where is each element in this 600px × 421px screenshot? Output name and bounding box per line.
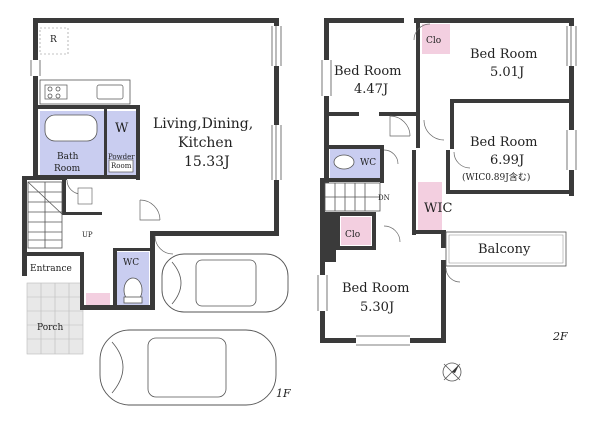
compass-icon — [442, 362, 462, 382]
wic-fill — [418, 182, 442, 230]
bed2-area: 5.01J — [490, 65, 524, 80]
powder-room-label-1: Powder — [108, 153, 135, 161]
closet-bed4-fill — [341, 217, 371, 245]
floor-2f-label: 2F — [552, 330, 568, 343]
bed3-wic-note: (WIC0.89J含む) — [462, 171, 530, 183]
ldk-area: 15.33J — [184, 154, 230, 170]
bed4-area: 5.30J — [360, 300, 394, 315]
first-floor: R Living,Dining, Kitchen 15.33J Bath Roo… — [22, 18, 291, 406]
ldk-name-line2: Kitchen — [178, 135, 233, 151]
bathtub — [44, 114, 98, 142]
powder-sink — [108, 159, 134, 173]
bed3-area: 6.99J — [490, 153, 524, 168]
car-1 — [161, 253, 289, 313]
bed1-area: 4.47J — [354, 82, 388, 97]
bed2-name: Bed Room — [470, 47, 537, 62]
bed4-name: Bed Room — [342, 281, 409, 296]
bed1-name: Bed Room — [334, 64, 401, 79]
balcony-outline — [445, 231, 567, 267]
wic-label: WIC — [424, 201, 452, 216]
kitchen-sink — [96, 84, 124, 100]
balcony-label: Balcony — [478, 242, 531, 257]
closet-bed2-label: Clo — [426, 36, 441, 46]
bath-room-label-2: Room — [54, 164, 81, 174]
shoe-closet-fill — [86, 293, 110, 305]
entrance-label: Entrance — [30, 264, 72, 274]
stairs-2f — [324, 182, 381, 212]
toilet-2f — [333, 154, 355, 170]
closet-bed4-label: Clo — [345, 230, 360, 240]
stairs-down-label: DN — [378, 194, 390, 202]
wc-2f-label: WC — [360, 158, 376, 168]
stairs-up-label: UP — [82, 231, 93, 239]
bed3-name: Bed Room — [470, 135, 537, 150]
car-2 — [99, 329, 277, 406]
powder-room-label-2: Room — [111, 162, 132, 170]
stove — [44, 84, 68, 100]
porch-label: Porch — [37, 323, 63, 333]
washer-label: W — [115, 121, 129, 136]
second-floor: Bed Room 4.47J Clo Bed Room 5.01J Bed Ro… — [317, 14, 577, 382]
ldk-name-line1: Living,Dining, — [153, 116, 253, 132]
fridge-space — [39, 27, 69, 55]
bath-room-label-1: Bath — [57, 152, 79, 162]
wc-1f-label: WC — [123, 258, 139, 268]
porch-tiles — [26, 282, 84, 355]
roof-mark: R — [50, 35, 57, 45]
floor-1f-label: 1F — [276, 387, 291, 400]
closet-bed2-fill — [422, 24, 450, 54]
stairs-1f — [27, 181, 63, 249]
